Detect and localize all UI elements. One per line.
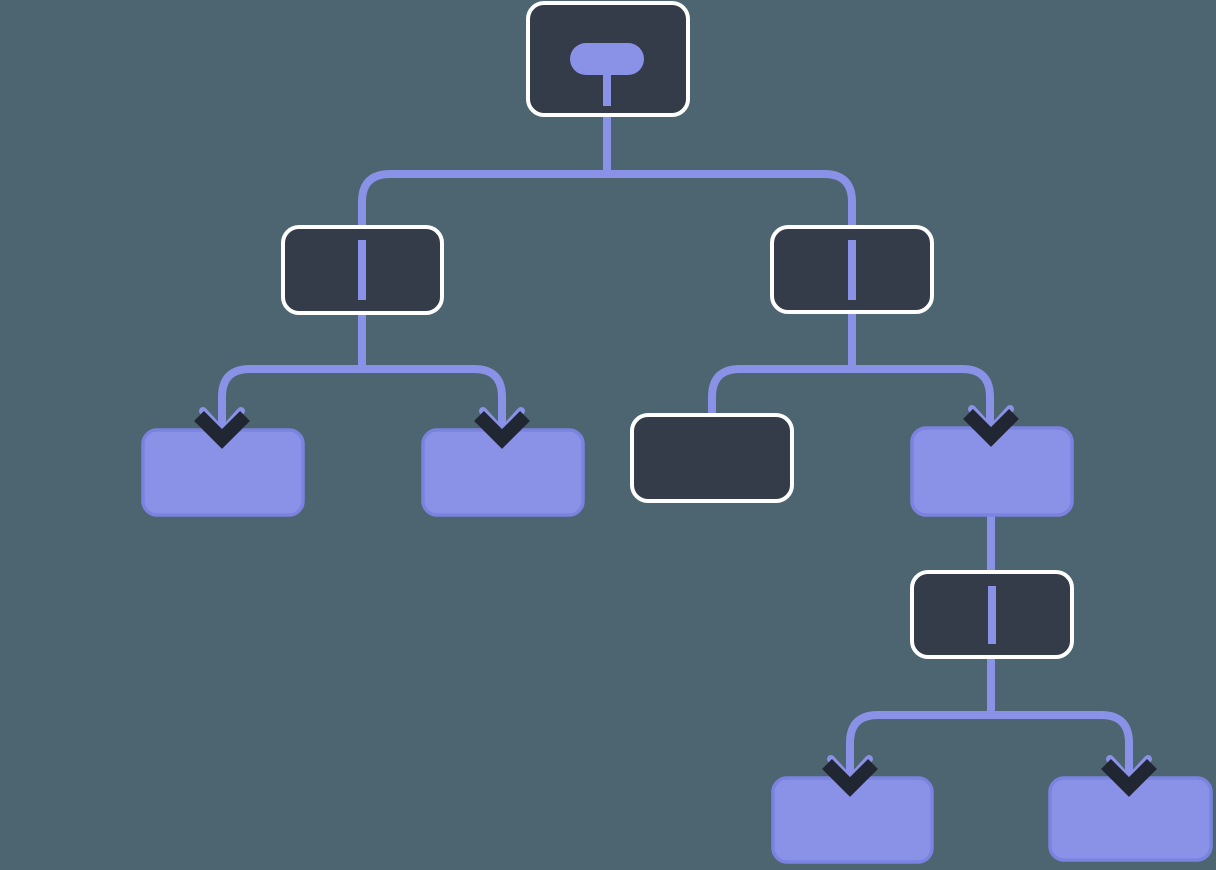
chevron-down-icon bbox=[963, 409, 1019, 447]
arrow-into-leaf-left-2 bbox=[474, 407, 530, 449]
arrow-into-leaf-bottom-2 bbox=[1101, 755, 1157, 797]
connector-pass-through-to-bottom-leaves bbox=[846, 711, 1133, 776]
arrow-markers bbox=[194, 405, 1157, 797]
mid-dark-node bbox=[630, 413, 794, 503]
chevron-down-icon bbox=[822, 759, 878, 797]
connector-branch-right-to-children bbox=[708, 365, 994, 426]
arrow-into-leaf-right bbox=[963, 405, 1019, 447]
nodes bbox=[141, 1, 1213, 864]
connector-root-to-branches bbox=[358, 170, 856, 228]
chevron-down-icon bbox=[474, 411, 530, 449]
chevron-down-icon bbox=[194, 411, 250, 449]
arrow-into-leaf-left-1 bbox=[194, 407, 250, 449]
branch-node-right bbox=[770, 225, 934, 314]
chevron-down-icon bbox=[1101, 759, 1157, 797]
connector-branch-left-to-leaves bbox=[218, 365, 506, 428]
arrow-into-leaf-bottom-1 bbox=[822, 755, 878, 797]
branch-node-left bbox=[281, 225, 444, 315]
pass-through-node bbox=[910, 570, 1074, 659]
root-node bbox=[526, 1, 690, 117]
connectors bbox=[218, 111, 1133, 776]
pill-icon bbox=[570, 43, 644, 75]
